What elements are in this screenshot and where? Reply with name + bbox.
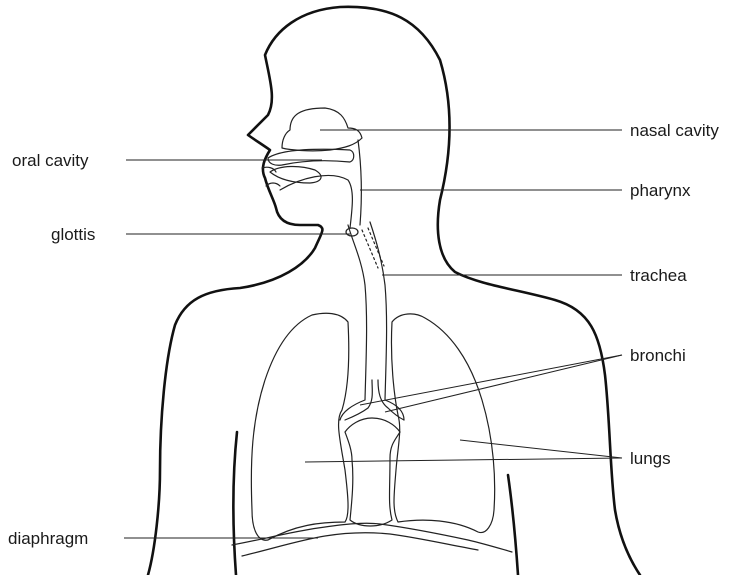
leader-bronchi-left	[360, 355, 622, 405]
leader-lungs-right	[460, 440, 622, 458]
label-pharynx: pharynx	[630, 181, 691, 200]
label-oral-cavity: oral cavity	[12, 151, 89, 170]
left-lung	[251, 313, 348, 540]
left-arm-line	[233, 432, 237, 575]
label-glottis: glottis	[51, 225, 95, 244]
pharynx-shape	[280, 140, 361, 228]
right-lung	[391, 314, 494, 533]
tongue-shape	[270, 166, 321, 183]
label-lungs: lungs	[630, 449, 671, 468]
nasal-cavity-shape	[282, 108, 362, 151]
mediastinum-shape	[345, 418, 400, 526]
oral-cavity-shape	[268, 149, 354, 165]
label-trachea: trachea	[630, 266, 687, 285]
label-bronchi: bronchi	[630, 346, 686, 365]
right-arm-line	[508, 475, 518, 575]
leader-bronchi-right	[385, 355, 622, 412]
glottis-shape	[346, 228, 358, 236]
label-diaphragm: diaphragm	[8, 529, 88, 548]
label-nasal-cavity: nasal cavity	[630, 121, 719, 140]
